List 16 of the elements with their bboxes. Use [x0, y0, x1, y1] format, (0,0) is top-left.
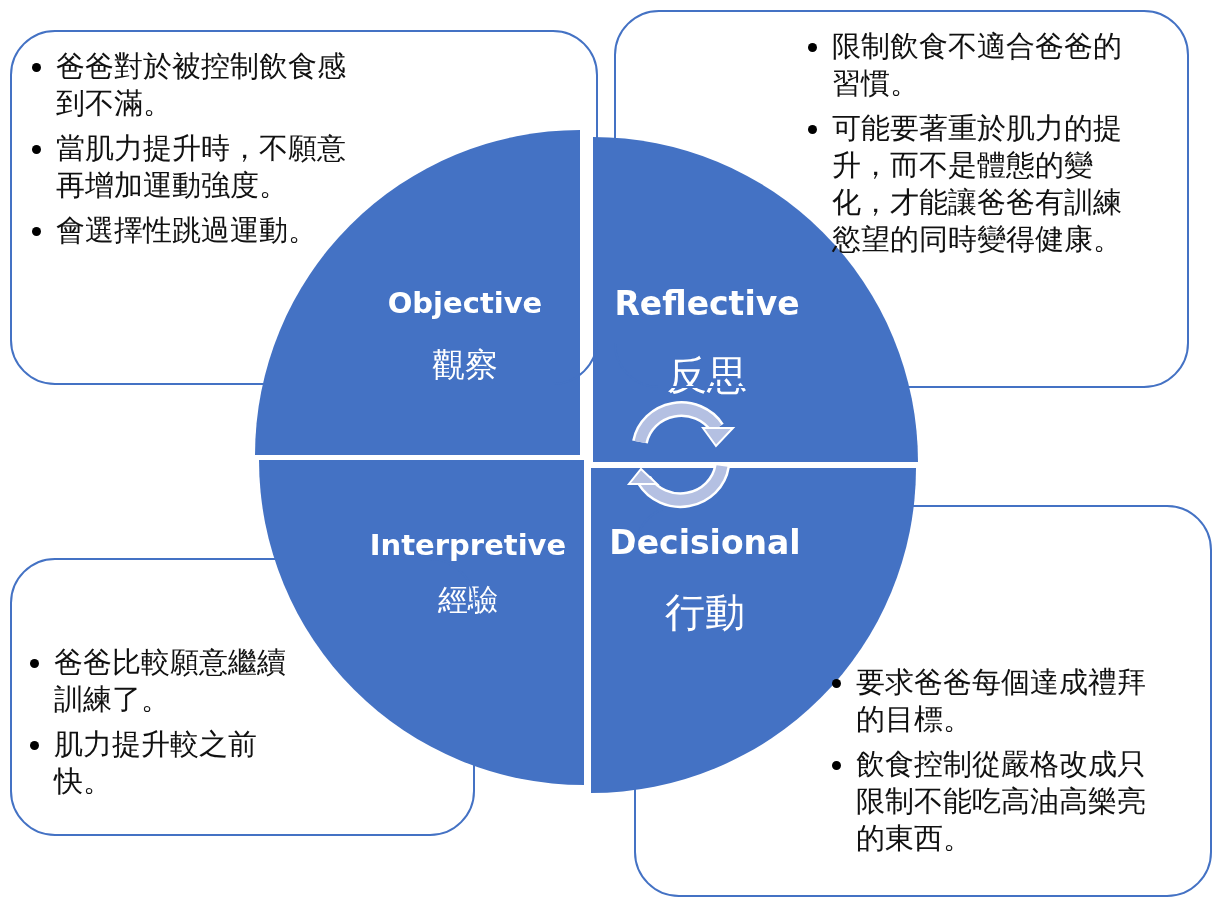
quadrant-title: Interpretive — [369, 528, 567, 562]
quadrant-title: Reflective — [614, 283, 800, 323]
quadrant-subtitle: 行動 — [665, 587, 745, 637]
quadrant-title: Decisional — [609, 522, 801, 562]
quadrant-subtitle: 觀察 — [432, 343, 498, 386]
quadrant-title: Objective — [387, 286, 543, 320]
bullet-item: 會選擇性跳過運動。 — [30, 212, 350, 249]
bullet-item: 當肌力提升時，不願意再增加運動強度。 — [30, 130, 350, 204]
bullet-item: 爸爸對於被控制飲食感到不滿。 — [30, 48, 350, 122]
bullet-item: 可能要著重於肌力的提升，而不是體態的變化，才能讓爸爸有訓練慾望的同時變得健康。 — [806, 110, 1128, 258]
bullet-item: 肌力提升較之前快。 — [28, 726, 292, 800]
note-box — [10, 30, 598, 385]
bullet-item: 爸爸比較願意繼續訓練了。 — [28, 644, 292, 718]
bullet-item: 限制飲食不適合爸爸的習慣。 — [806, 28, 1128, 102]
bullet-item: 要求爸爸每個達成禮拜的目標。 — [830, 664, 1152, 738]
bullet-item: 飲食控制從嚴格改成只限制不能吃高油高樂亮的東西。 — [830, 746, 1152, 857]
